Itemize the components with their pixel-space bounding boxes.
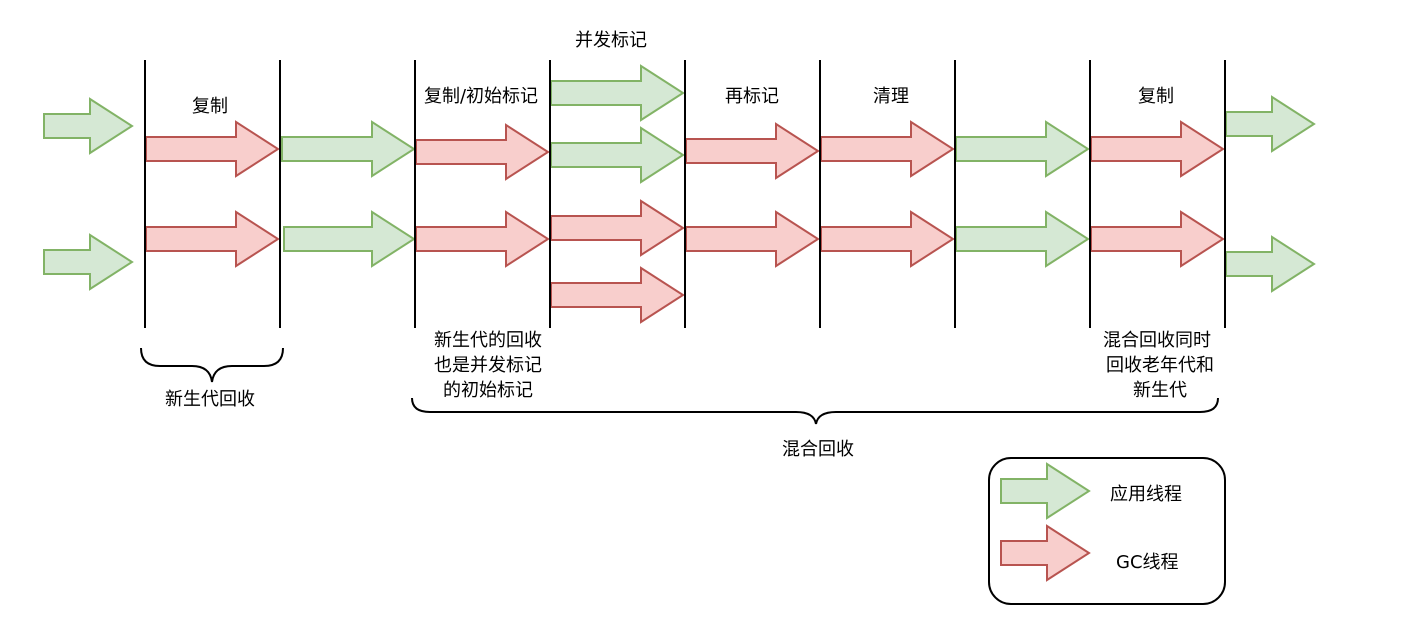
app-thread-arrow-1 xyxy=(43,97,134,155)
app-thread-arrow-10 xyxy=(550,126,685,184)
gc-thread-arrow-16 xyxy=(820,210,955,268)
phase-label-copy-mixed: 复制 xyxy=(1138,86,1174,107)
gc-thread-arrow-19 xyxy=(1090,120,1225,178)
gc-thread-arrow-8 xyxy=(415,210,550,268)
young-gc-initial-mark-note-line-1: 新生代的回收 xyxy=(434,330,542,351)
app-thread-arrow-17 xyxy=(955,120,1090,178)
thread-arrows xyxy=(43,64,1316,324)
gc-thread-arrow-3 xyxy=(145,120,280,178)
mixed-gc-note-line-3: 新生代 xyxy=(1133,380,1187,401)
app-thread-arrow-18 xyxy=(955,210,1090,268)
legend-arrows xyxy=(1000,462,1091,582)
legend-app-thread-arrow xyxy=(1000,462,1091,520)
app-thread-arrow-9 xyxy=(550,64,685,122)
app-thread-arrow-5 xyxy=(281,120,416,178)
phase-label-concurrent-mark: 并发标记 xyxy=(575,30,647,51)
mixed-gc-brace xyxy=(411,397,1219,425)
app-thread-arrow-22 xyxy=(1225,235,1316,293)
mixed-gc-note-line-2: 回收老年代和 xyxy=(1106,355,1214,376)
mixed-gc-label: 混合回收 xyxy=(782,439,854,460)
gc-thread-arrow-11 xyxy=(550,199,685,257)
young-gc-initial-mark-note-line-3: 的初始标记 xyxy=(443,380,533,401)
phase-label-copy-initial-mark: 复制/初始标记 xyxy=(424,86,538,107)
mixed-gc-note-line-1: 混合回收同时 xyxy=(1103,330,1211,351)
phase-dividers xyxy=(144,60,1226,328)
gc-thread-arrow-7 xyxy=(415,123,550,181)
gc-thread-arrow-12 xyxy=(550,266,685,324)
legend-gc-thread-arrow xyxy=(1000,524,1091,582)
young-gc-initial-mark-note-line-2: 也是并发标记 xyxy=(434,355,542,376)
young-gc-brace xyxy=(140,347,284,383)
phase-label-cleanup: 清理 xyxy=(873,86,909,107)
gc-thread-arrow-20 xyxy=(1090,210,1225,268)
phase-label-copy-young: 复制 xyxy=(192,96,228,117)
gc-thread-arrow-14 xyxy=(685,210,820,268)
app-thread-arrow-6 xyxy=(283,210,416,268)
gc-thread-arrow-13 xyxy=(685,122,820,180)
app-thread-arrow-2 xyxy=(43,233,134,291)
legend: 应用线程 GC线程 xyxy=(988,457,1226,605)
phase-label-remark: 再标记 xyxy=(725,86,779,107)
young-gc-label: 新生代回收 xyxy=(165,389,255,410)
legend-gc-thread-label: GC线程 xyxy=(1116,552,1179,573)
gc-thread-arrow-15 xyxy=(820,120,955,178)
legend-app-thread-label: 应用线程 xyxy=(1110,484,1182,505)
gc-thread-arrow-4 xyxy=(145,210,280,268)
app-thread-arrow-21 xyxy=(1225,95,1316,153)
